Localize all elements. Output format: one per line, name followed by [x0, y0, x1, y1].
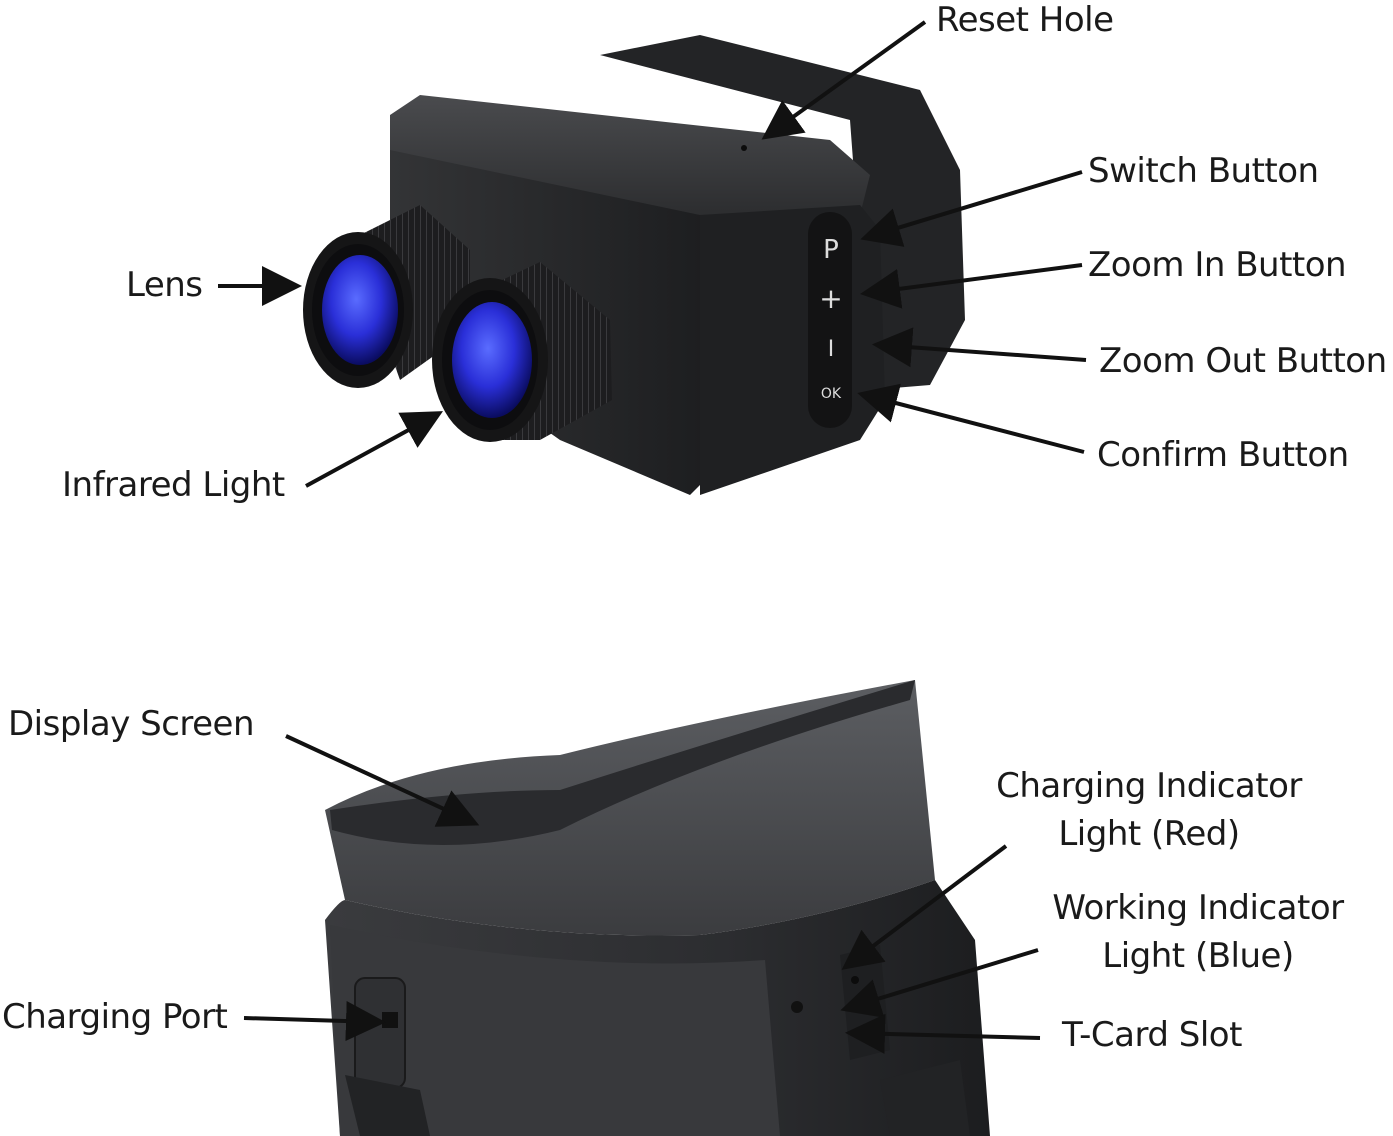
- label-lens: Lens: [126, 265, 203, 305]
- label-charging-indicator: Charging Indicator Light (Red): [993, 762, 1305, 858]
- arrow-t-card-slot: [845, 1013, 1041, 1054]
- t-card-slot-opening: [791, 1001, 803, 1013]
- label-display-screen: Display Screen: [8, 704, 255, 744]
- arrow-working-indicator: [840, 948, 1039, 1018]
- arrow-charging-indicator: [841, 844, 1008, 970]
- arrow-reset-hole: [761, 20, 927, 140]
- eye-hood: [325, 680, 935, 936]
- bottom-foot-right: [880, 1060, 970, 1136]
- right-lens-barrel: [432, 262, 612, 442]
- label-zoom-in-button: Zoom In Button: [1088, 245, 1347, 285]
- bottom-device: [325, 680, 990, 1136]
- top-device: P + I OK: [303, 35, 965, 495]
- label-zoom-out-button: Zoom Out Button: [1099, 341, 1387, 381]
- arrow-infrared-light: [305, 411, 444, 488]
- button-strip: [808, 212, 852, 428]
- arrow-switch-button: [860, 170, 1083, 247]
- arrow-zoom-out-button: [872, 327, 1087, 368]
- arrow-charging-port: [243, 1001, 386, 1042]
- label-confirm-button: Confirm Button: [1097, 435, 1349, 475]
- device-side-face: [700, 205, 885, 495]
- label-charging-port: Charging Port: [2, 997, 228, 1037]
- label-charging-indicator-line1: Charging Indicator: [996, 766, 1302, 806]
- zoom-in-button-glyph[interactable]: +: [819, 282, 842, 315]
- main-lens-glass: [452, 302, 532, 418]
- zoom-out-button-glyph[interactable]: I: [828, 337, 835, 362]
- label-working-indicator: Working Indicator Light (Blue): [1048, 884, 1348, 980]
- label-working-indicator-line2: Light (Blue): [1102, 936, 1294, 976]
- label-reset-hole: Reset Hole: [936, 0, 1114, 40]
- charging-port-cover: [354, 977, 406, 1089]
- confirm-button-glyph[interactable]: OK: [821, 386, 842, 402]
- label-t-card-slot: T-Card Slot: [1062, 1015, 1242, 1055]
- arrow-display-screen: [285, 734, 480, 827]
- charging-indicator-light: [851, 976, 859, 984]
- charging-port-opening: [382, 1012, 398, 1028]
- reset-hole-dot: [741, 145, 747, 151]
- label-infrared-light: Infrared Light: [62, 465, 285, 505]
- label-switch-button: Switch Button: [1088, 151, 1319, 191]
- infrared-lens-glass: [322, 255, 398, 365]
- callout-arrows: [218, 20, 1087, 1054]
- lower-front-panel: [330, 925, 780, 1136]
- arrow-zoom-in-button: [860, 263, 1083, 309]
- arrow-confirm-button: [857, 383, 1085, 454]
- bottom-foot-left: [345, 1075, 430, 1136]
- label-working-indicator-line1: Working Indicator: [1052, 888, 1344, 928]
- switch-button-glyph[interactable]: P: [823, 235, 839, 265]
- device-top-surface: [390, 95, 870, 220]
- label-charging-indicator-line2: Light (Red): [1058, 814, 1240, 854]
